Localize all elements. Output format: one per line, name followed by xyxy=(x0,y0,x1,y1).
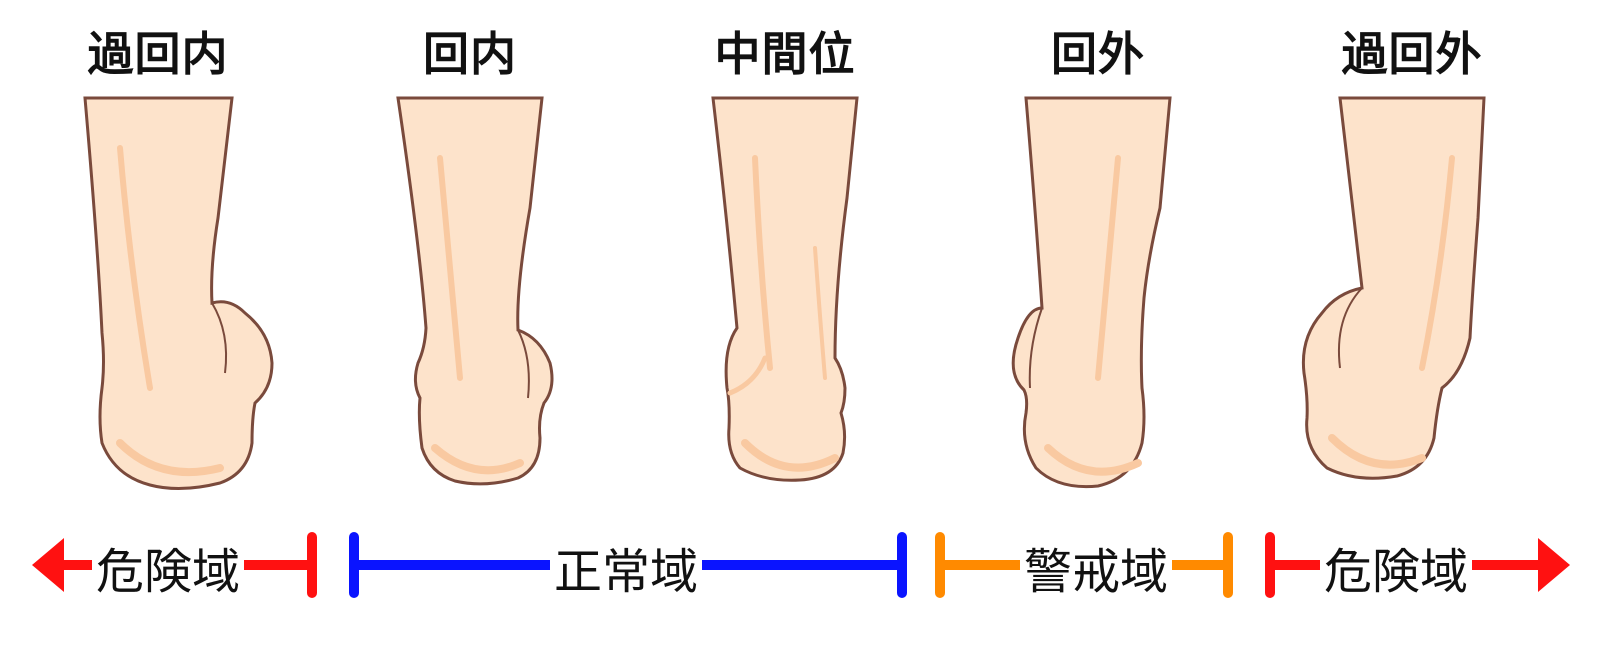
zone-label-left-danger: 危険域 xyxy=(92,532,245,602)
foot-over-supination xyxy=(1301,96,1486,480)
zone-label-right-danger: 危険域 xyxy=(1320,532,1473,602)
foot-pronation xyxy=(396,96,554,486)
label-supination: 回外 xyxy=(1051,27,1145,81)
zone-label-normal: 正常域 xyxy=(550,532,703,602)
foot-over-pronation xyxy=(83,96,274,491)
label-pronation: 回内 xyxy=(423,27,517,81)
label-neutral: 中間位 xyxy=(714,27,856,81)
zone-label-caution: 警戒域 xyxy=(1020,532,1173,602)
foot-neutral xyxy=(711,96,859,482)
label-over-pronation: 過回内 xyxy=(87,27,229,81)
foot-supination xyxy=(1011,96,1172,489)
label-over-supination: 過回外 xyxy=(1341,27,1483,81)
